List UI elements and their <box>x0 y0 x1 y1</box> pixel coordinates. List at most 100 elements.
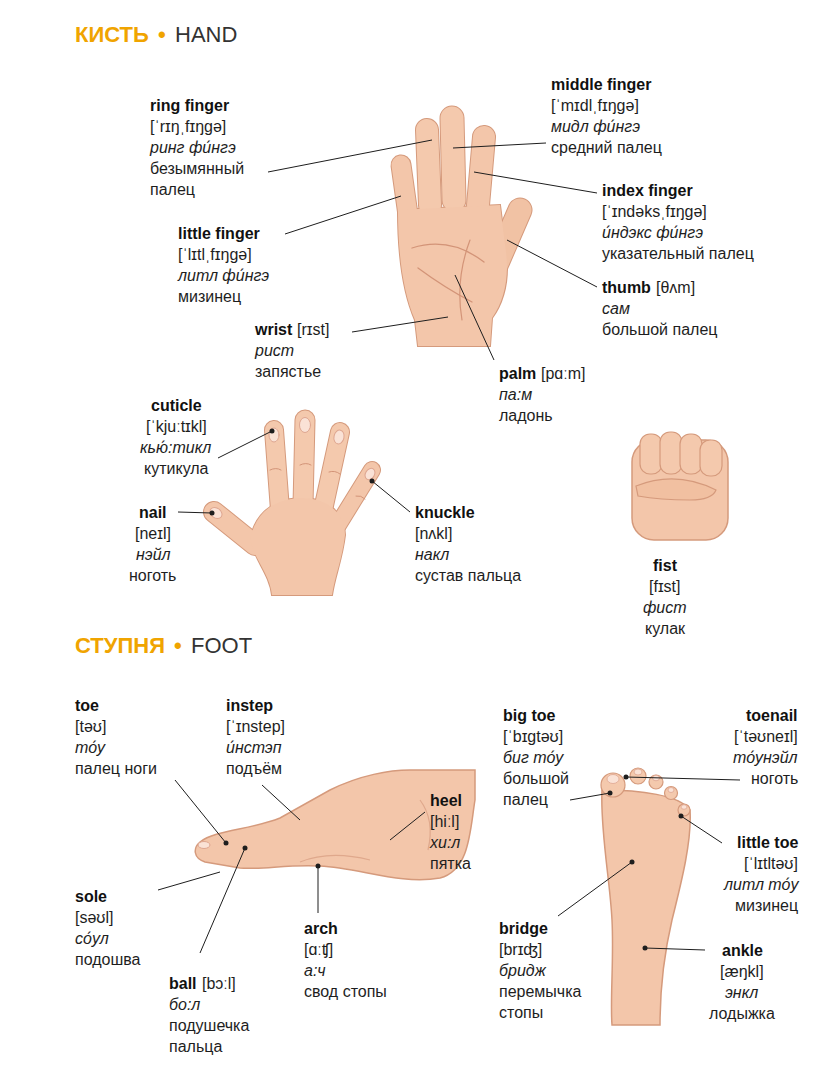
transliteration: литл то́у <box>724 874 798 895</box>
transcription: [bɔːl] <box>202 973 236 994</box>
transliteration: кью́:тикл <box>140 437 211 458</box>
term-word: middle finger <box>551 74 651 95</box>
section-heading-en: FOOT <box>191 633 252 659</box>
transliteration: нэйл <box>136 544 171 565</box>
term-word: wrist <box>255 319 292 340</box>
hand-outline <box>398 118 520 346</box>
term-word: thumb <box>602 277 651 298</box>
transliteration: биг то́у <box>503 747 563 768</box>
translation: мизинец <box>735 895 798 916</box>
term-word: ring finger <box>150 95 229 116</box>
transcription: [fɪst] <box>649 576 680 597</box>
term-word: sole <box>75 886 107 907</box>
translation: большой палец <box>503 768 593 810</box>
translation: средний палец <box>551 137 662 158</box>
transcription: [hiːl] <box>430 811 459 832</box>
translation: ноготь <box>129 565 176 586</box>
translation: указательный палец <box>602 243 754 264</box>
transcription: [ˈmɪdlˌfɪŋɡə] <box>551 95 639 116</box>
palm-crease <box>418 268 472 302</box>
term-word: index finger <box>602 180 693 201</box>
term-word: bridge <box>499 918 548 939</box>
transcription: [təʊ] <box>75 716 106 737</box>
term-word: toe <box>75 695 99 716</box>
term-word: ankle <box>722 940 763 961</box>
transliteration: со́ул <box>75 928 109 949</box>
transliteration: а:ч <box>304 960 326 981</box>
translation: свод стопы <box>304 981 387 1002</box>
transliteration: и́ндэкс фи́нгэ <box>602 222 703 243</box>
palm-crease <box>412 244 484 262</box>
transcription: [ˈɪndəksˌfɪŋɡə] <box>602 201 707 222</box>
translation: запястье <box>255 361 321 382</box>
term-word: heel <box>430 790 462 811</box>
translation: сустав пальца <box>415 565 521 586</box>
term-word: instep <box>226 695 273 716</box>
term-word: toenail <box>746 705 798 726</box>
translation: ноготь <box>751 768 798 789</box>
transliteration: энкл <box>725 982 758 1003</box>
transcription: [pɑːm] <box>541 363 585 384</box>
translation: палец ноги <box>75 758 157 779</box>
transcription: [ˈlɪtlˌfɪŋɡə] <box>178 244 252 265</box>
term-word: little finger <box>178 223 260 244</box>
translation: пятка <box>430 853 471 874</box>
spread-hand <box>208 418 377 596</box>
translation: кутикула <box>144 458 209 479</box>
transliteration: литл фи́нгэ <box>178 265 269 286</box>
transcription: [ˈbɪgtəʊ] <box>503 726 563 747</box>
hand-outline <box>214 420 372 595</box>
translation: большой палец <box>602 319 717 340</box>
section-heading-ru: КИСТЬ <box>75 22 149 48</box>
toenail <box>607 769 687 809</box>
term-word: arch <box>304 918 338 939</box>
transliteration: фист <box>643 597 687 618</box>
transcription: [neɪl] <box>135 523 171 544</box>
transliteration: то́унэйл <box>733 747 798 768</box>
translation: ладонь <box>499 405 553 426</box>
open-hand <box>398 118 520 346</box>
transcription: [brɪʤ] <box>499 939 542 960</box>
term-word: knuckle <box>415 502 475 523</box>
transcription: [ɑːʧ] <box>304 939 333 960</box>
translation: кулак <box>645 618 685 639</box>
transcription: [nʌkl] <box>415 523 452 544</box>
transliteration: бридж <box>499 960 546 981</box>
term-word: palm <box>499 363 536 384</box>
transcription: [æŋkl] <box>720 961 764 982</box>
term-word: fist <box>653 555 677 576</box>
leader-dots <box>210 429 684 951</box>
section-heading-en: HAND <box>175 22 237 48</box>
transliteration: накл <box>415 544 449 565</box>
heading-dot: • <box>174 633 182 659</box>
term-word: ball <box>169 973 197 994</box>
transliteration: ринг фи́нгэ <box>150 137 236 158</box>
section-heading-ru: СТУПНЯ <box>75 633 165 659</box>
transcription: [ˈlɪtltəʊ] <box>744 853 798 874</box>
heading-dot: • <box>158 22 166 48</box>
transcription: [ˈtəʊneɪl] <box>734 726 798 747</box>
translation: мизинец <box>178 286 241 307</box>
knuckle-crease <box>270 464 365 500</box>
term-word: big toe <box>503 705 555 726</box>
transliteration: сам <box>602 298 630 319</box>
hand-fill <box>214 420 372 595</box>
transcription: [ˈɪnstep] <box>226 716 285 737</box>
foot-top <box>601 768 690 1025</box>
term-word: little toe <box>737 832 798 853</box>
transcription: [səʊl] <box>75 907 113 928</box>
fist <box>632 432 728 540</box>
fingernail <box>208 418 377 521</box>
translation: подъём <box>226 758 282 779</box>
translation: безымянный палец <box>150 158 262 200</box>
hand-fill <box>398 118 520 346</box>
transliteration: па:м <box>499 384 532 405</box>
translation: перемычка стопы <box>499 981 594 1023</box>
transliteration: рист <box>255 340 294 361</box>
foot-side <box>195 770 475 880</box>
translation: подушечка пальца <box>169 1015 264 1057</box>
transliteration: мидл фи́нгэ <box>551 116 640 137</box>
